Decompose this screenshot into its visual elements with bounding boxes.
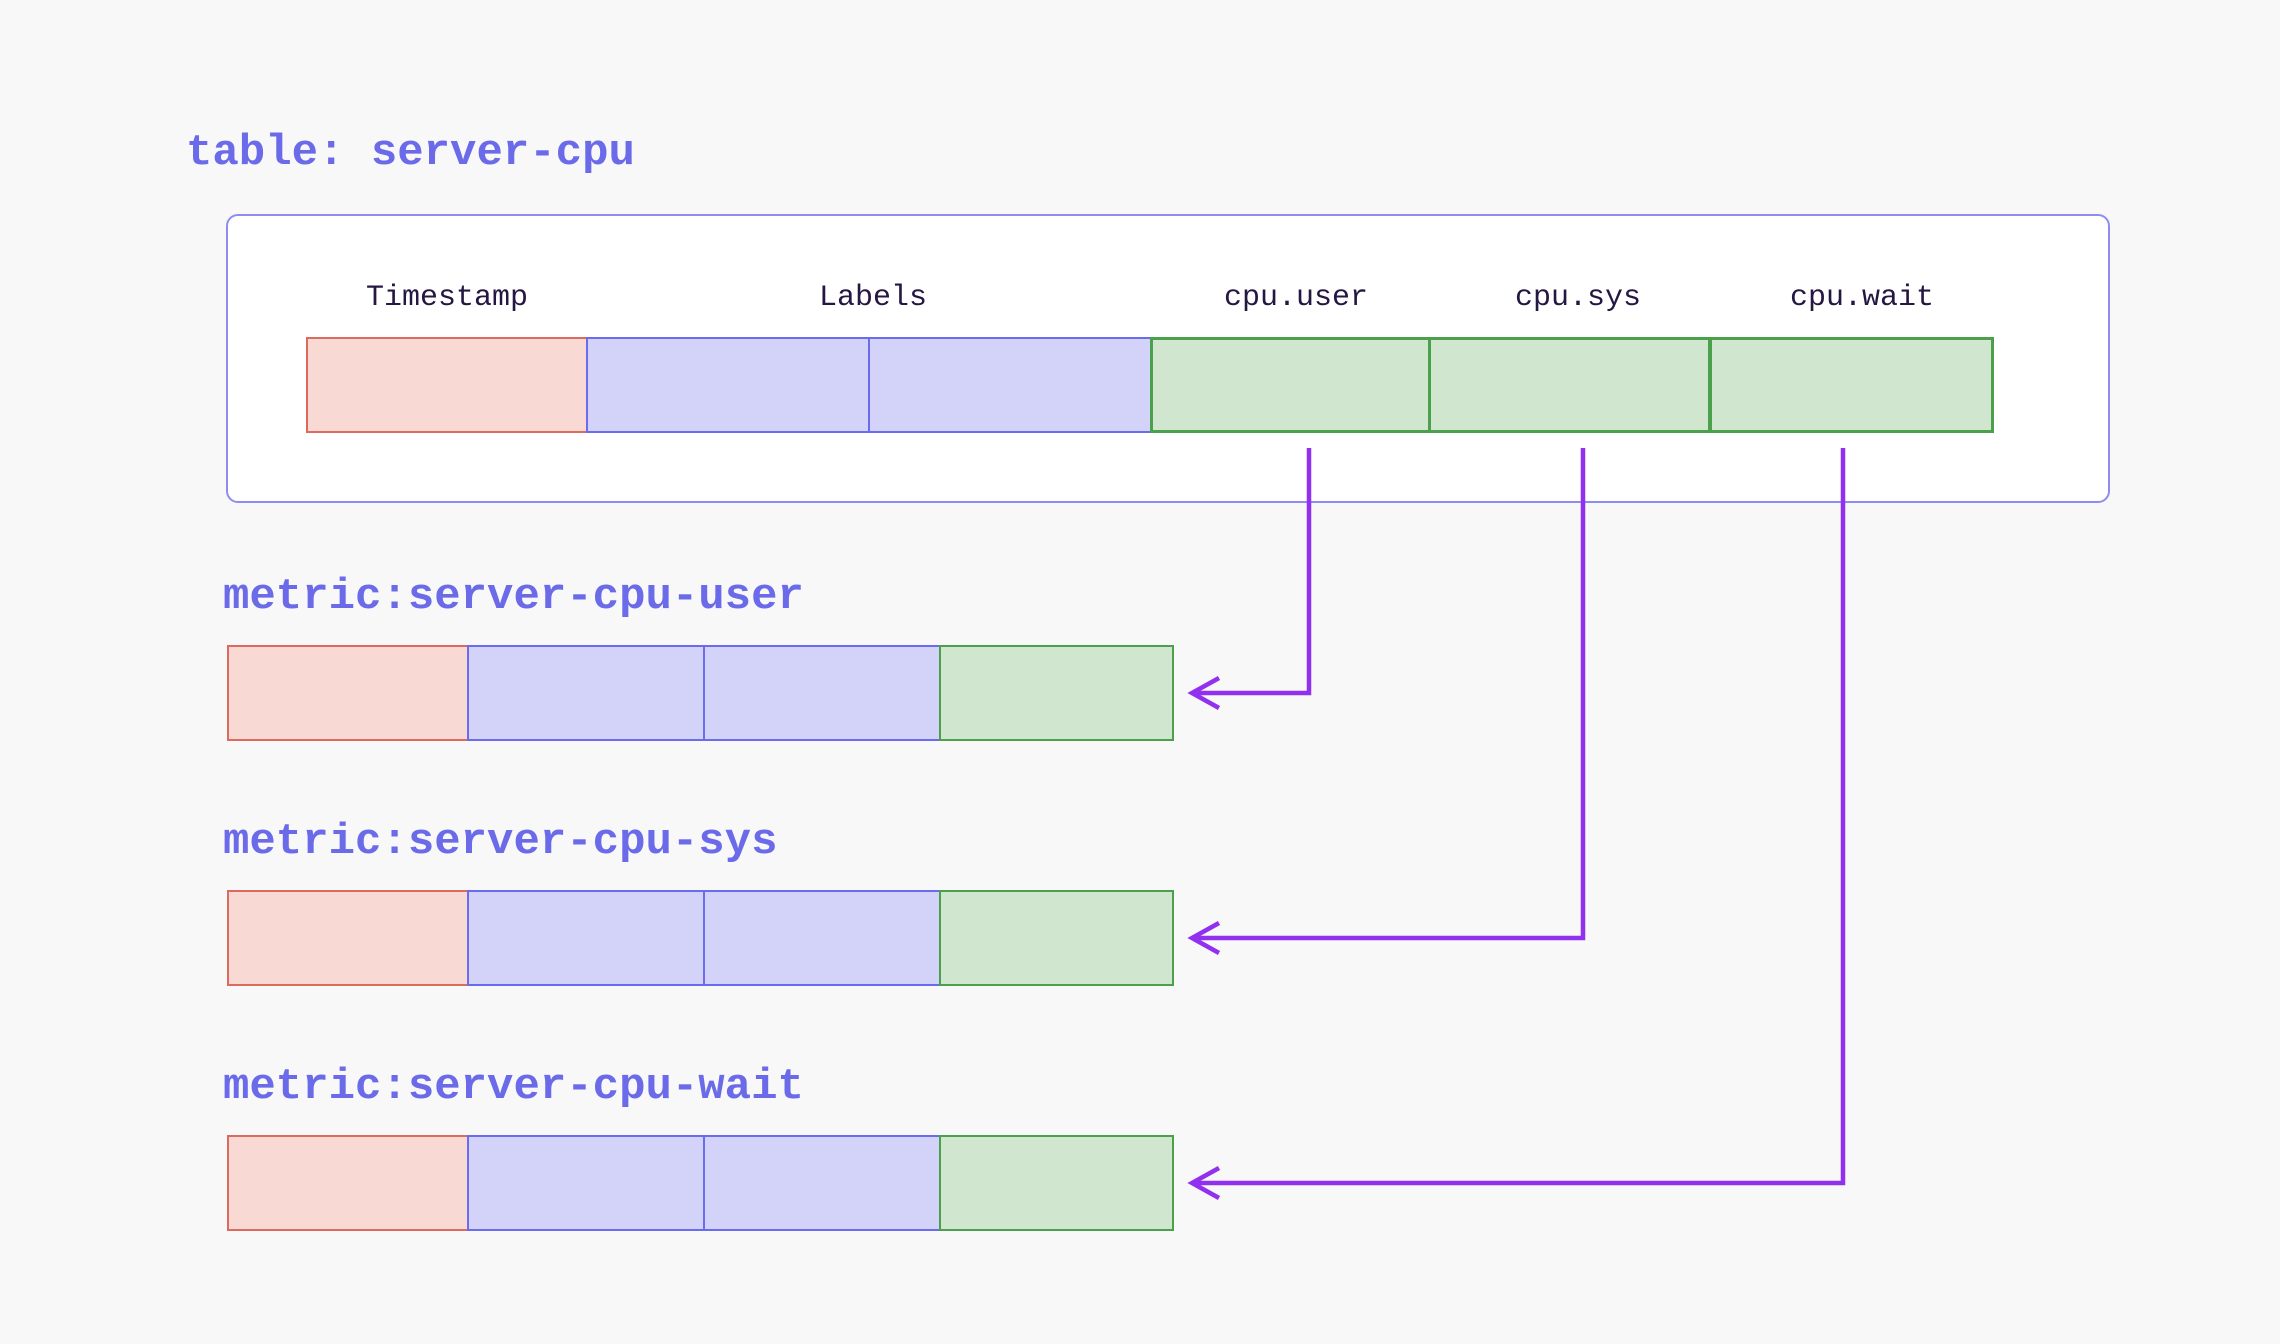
value-cell	[1149, 337, 1431, 433]
metric-title-user: metric:server-cpu-user	[223, 572, 804, 622]
metric-title-wait: metric:server-cpu-wait	[223, 1062, 804, 1112]
table-row	[306, 337, 1994, 433]
timestamp-cell	[306, 337, 588, 433]
label-cell	[467, 890, 705, 986]
metric-row-wait	[227, 1135, 1174, 1231]
value-cell	[939, 1135, 1174, 1231]
value-cell	[939, 890, 1174, 986]
metric-row-sys	[227, 890, 1174, 986]
column-header-labels: Labels	[818, 281, 928, 315]
column-header-timestamp: Timestamp	[365, 281, 529, 315]
label-cell	[868, 337, 1152, 433]
column-header-cpu-user: cpu.user	[1223, 281, 1369, 315]
metric-row-user	[227, 645, 1174, 741]
arrow-cpu-sys-to-metric	[1187, 448, 1586, 955]
label-cell	[467, 1135, 705, 1231]
label-cell	[703, 1135, 941, 1231]
value-cell	[1428, 337, 1711, 433]
label-cell	[703, 645, 941, 741]
value-cell	[939, 645, 1174, 741]
timestamp-cell	[227, 890, 469, 986]
value-cell	[1708, 337, 1994, 433]
timestamp-cell	[227, 645, 469, 741]
label-cell	[467, 645, 705, 741]
timestamp-cell	[227, 1135, 469, 1231]
arrow-cpu-wait-to-metric	[1187, 448, 1846, 1200]
metric-title-sys: metric:server-cpu-sys	[223, 817, 778, 867]
label-cell	[703, 890, 941, 986]
column-header-cpu-sys: cpu.sys	[1514, 281, 1642, 315]
table-title: table: server-cpu	[186, 128, 635, 178]
label-cell	[585, 337, 871, 433]
column-header-cpu-wait: cpu.wait	[1789, 281, 1935, 315]
